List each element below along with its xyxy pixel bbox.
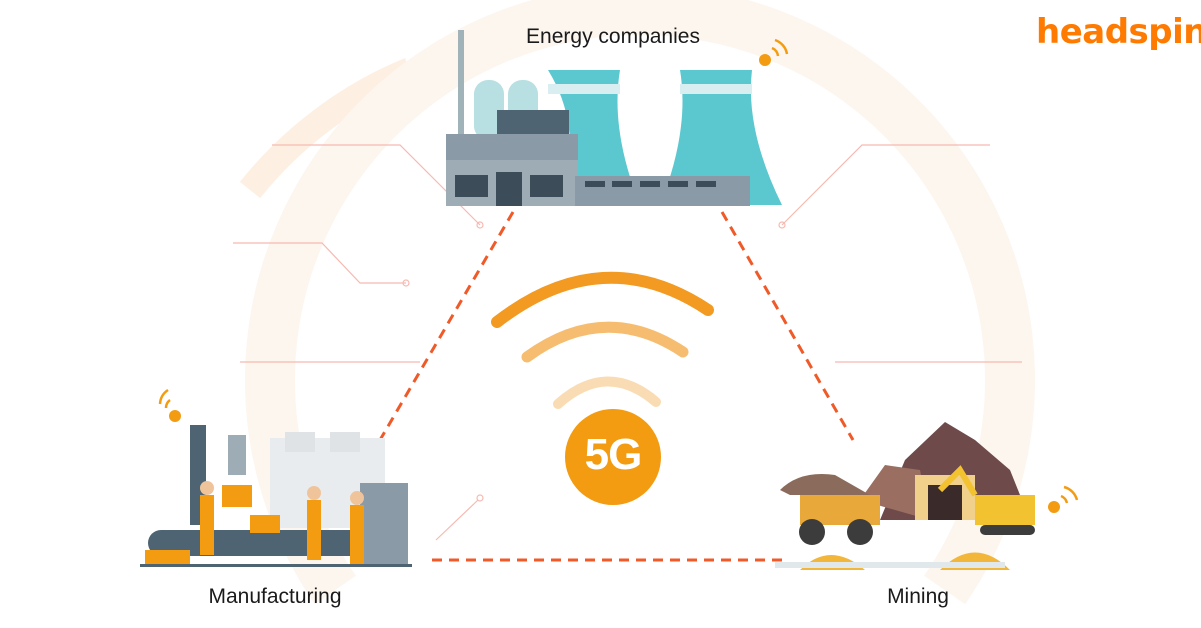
energy-plant-illustration	[446, 30, 789, 206]
connector-lines	[233, 144, 1022, 541]
manufacturing-label: Manufacturing	[208, 585, 342, 608]
5g-badge	[565, 409, 661, 505]
energy-companies-label: Energy companies	[526, 25, 700, 48]
dashed-triangle	[378, 211, 855, 562]
5g-badge-label: 5G	[584, 430, 643, 479]
background-rings	[239, 0, 1035, 605]
manufacturing-illustration	[140, 388, 412, 567]
headspin-logo: headspin	[1036, 12, 1201, 52]
mining-illustration	[775, 422, 1079, 570]
wifi-signal-icon	[491, 271, 714, 409]
mining-label: Mining	[887, 585, 949, 608]
